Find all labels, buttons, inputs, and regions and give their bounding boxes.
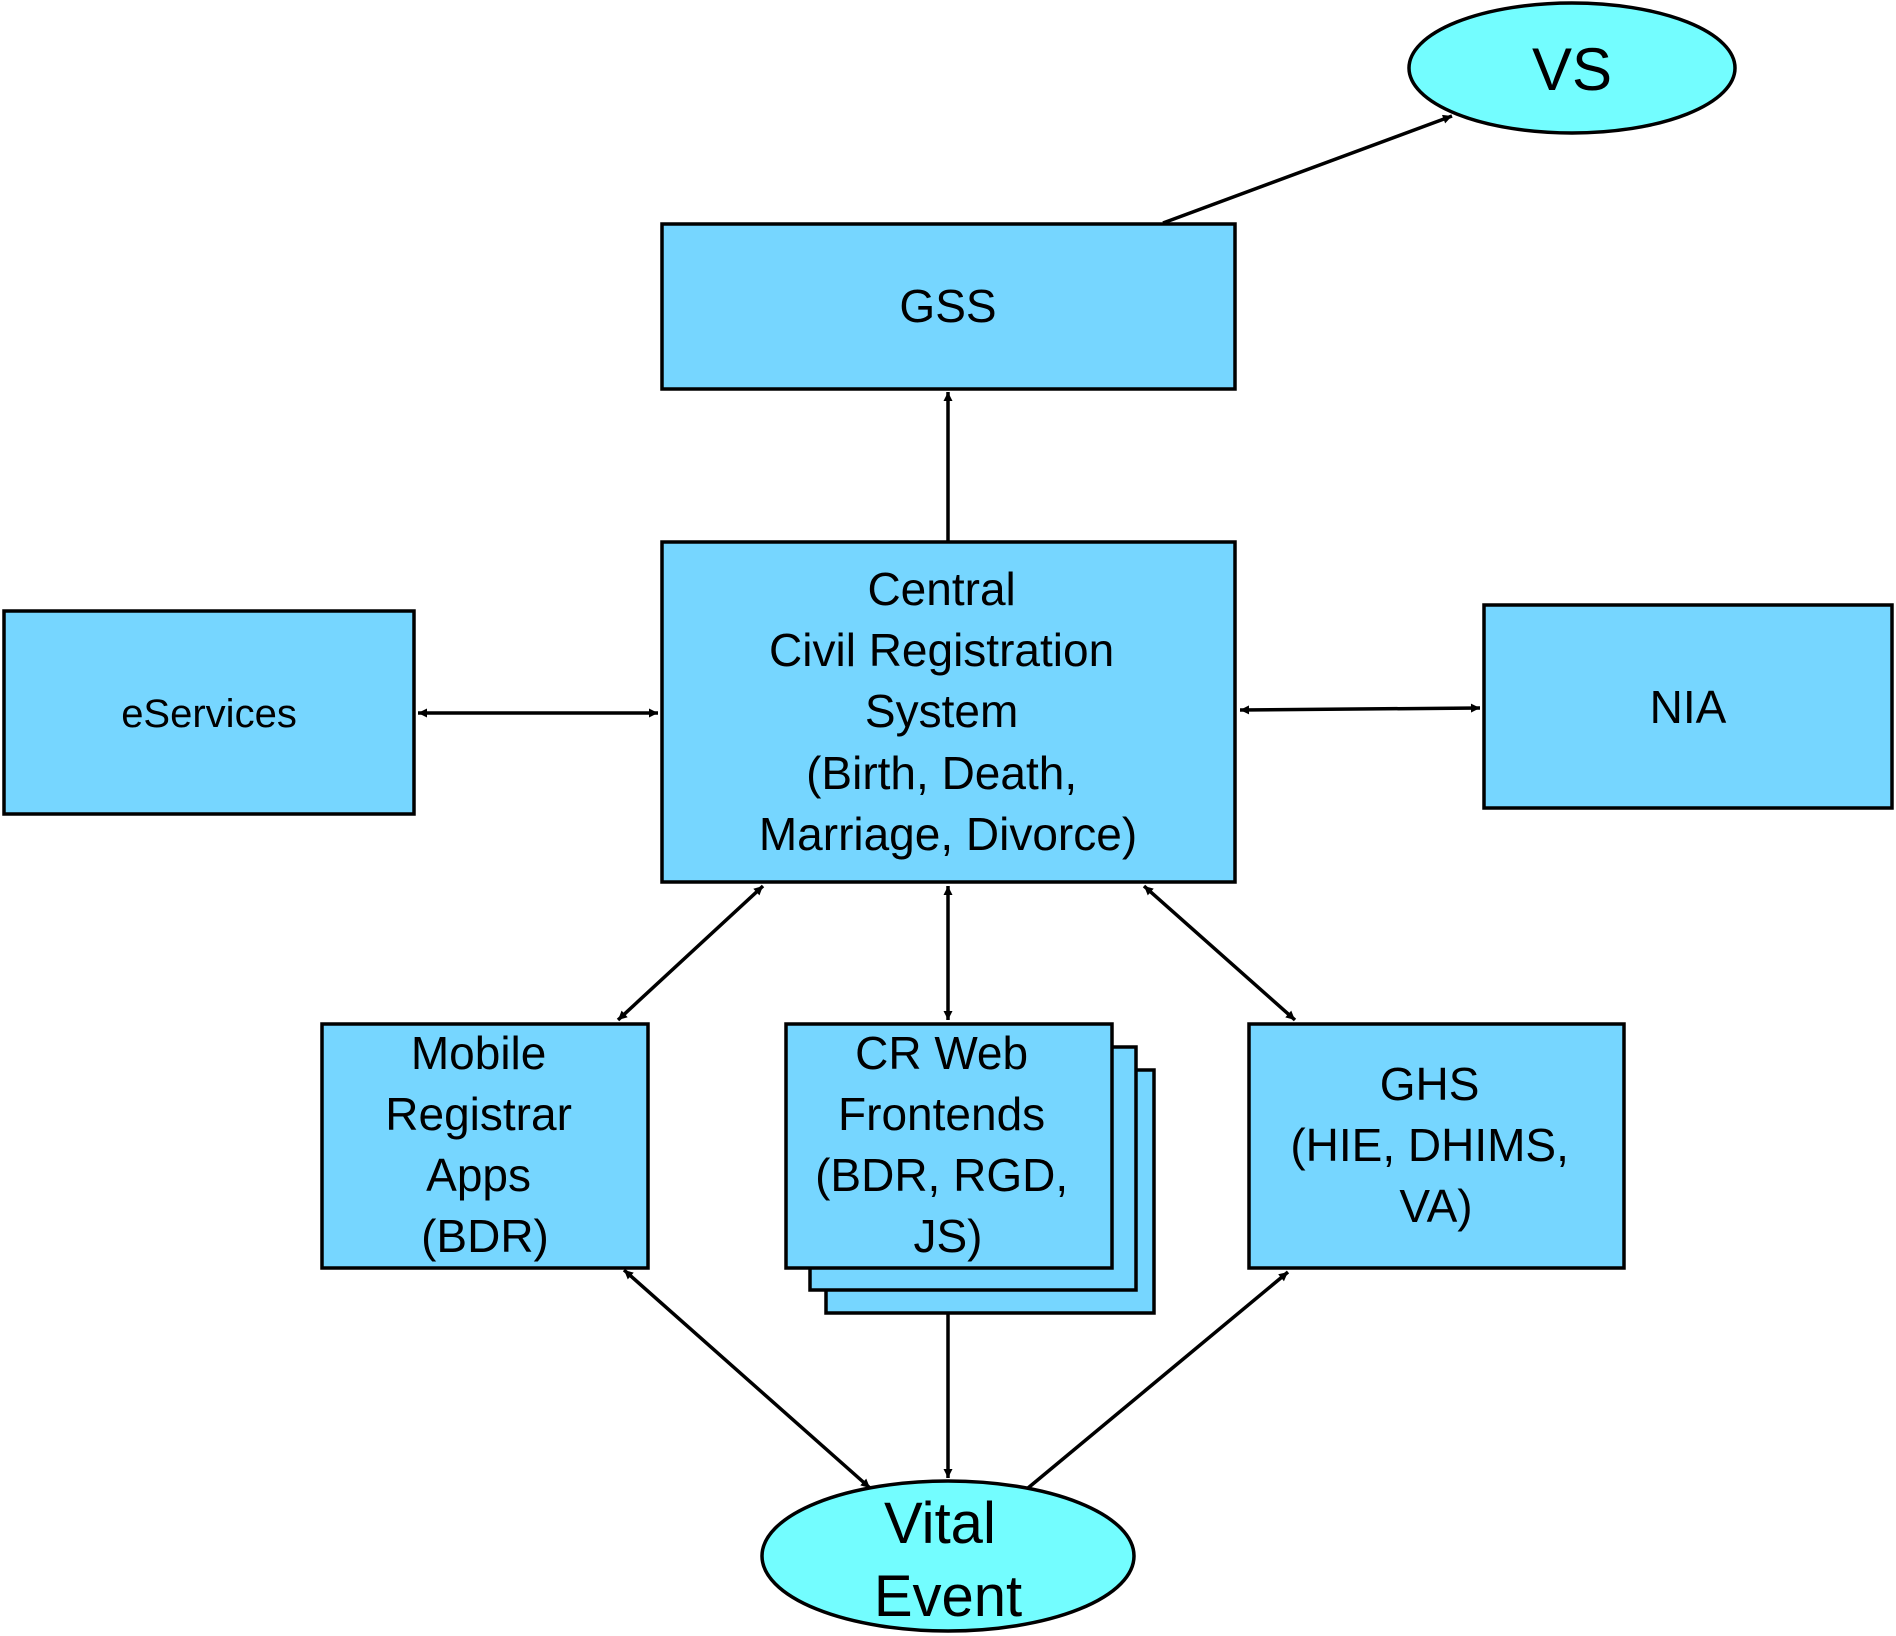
- node-mobile-label: Mobile Registrar Apps (BDR): [385, 1027, 584, 1262]
- node-crweb: CR Web Frontends (BDR, RGD, JS): [784, 1022, 1156, 1315]
- node-gss: GSS: [660, 222, 1237, 391]
- node-mobile: Mobile Registrar Apps (BDR): [320, 1022, 650, 1270]
- crweb-stack-front: [784, 1022, 1114, 1270]
- node-vital: Vital Event: [760, 1479, 1136, 1633]
- node-crweb-label: CR Web Frontends (BDR, RGD, JS): [815, 1027, 1081, 1262]
- node-ghs-label: GHS (HIE, DHIMS, VA): [1290, 1058, 1581, 1232]
- edge-vital-to-ghs: [1026, 1270, 1290, 1490]
- edge-gss-to-vs: [1162, 114, 1453, 225]
- edge-central-mobile: [616, 884, 765, 1022]
- edge-central-nia: [1239, 703, 1481, 715]
- node-nia-label: NIA: [1650, 681, 1727, 733]
- node-vs: VS: [1407, 1, 1737, 135]
- node-gss-label: GSS: [899, 280, 996, 332]
- node-central: Central Civil Registration System (Birth…: [660, 540, 1237, 884]
- node-vital-label: Vital Event: [874, 1491, 1022, 1629]
- edge-mobile-vital: [622, 1268, 872, 1490]
- node-central-label: Central Civil Registration System (Birth…: [759, 563, 1137, 860]
- node-nia: NIA: [1482, 603, 1894, 810]
- node-ghs: GHS (HIE, DHIMS, VA): [1247, 1022, 1626, 1270]
- node-eservices: eServices: [2, 609, 416, 816]
- node-eservices-label: eServices: [121, 692, 297, 736]
- edges: [418, 114, 1481, 1490]
- edge-central-ghs: [1142, 884, 1297, 1022]
- node-vs-label: VS: [1532, 36, 1612, 103]
